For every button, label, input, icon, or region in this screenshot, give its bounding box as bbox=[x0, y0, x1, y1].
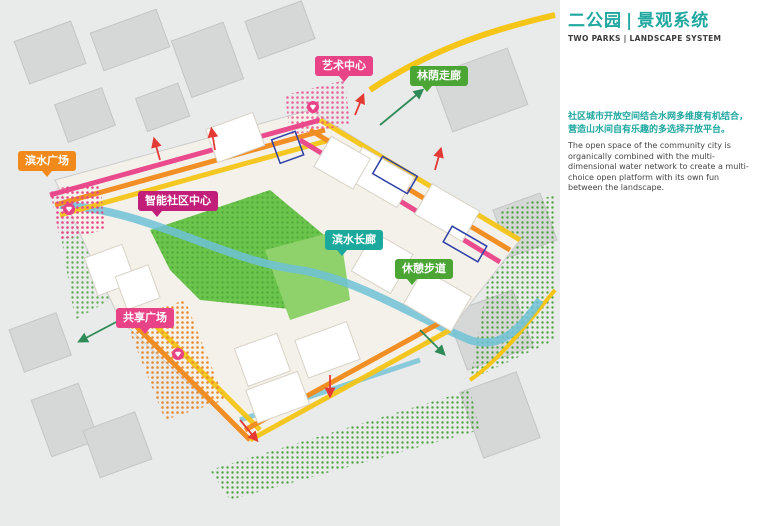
yellow-route-north bbox=[368, 12, 556, 93]
label-waterfront-plaza: 滨水广场 bbox=[18, 151, 76, 177]
heart-icon bbox=[63, 203, 75, 215]
landscape-site-map: 艺术中心 林荫走廊 滨水广场 智能社区中心 滨水长廊 休憩步道 共享广场 bbox=[0, 0, 560, 526]
shared-plaza-area bbox=[125, 300, 225, 420]
label-shaded-corridor: 林荫走廊 bbox=[410, 66, 468, 92]
heart-icon bbox=[172, 348, 184, 360]
description-chinese: 社区城市开放空间结合水网多维度有机结合，营造山水间自有乐趣的多选择开放平台。 bbox=[568, 112, 749, 135]
heart-icon bbox=[307, 101, 319, 113]
green-belt-east bbox=[470, 195, 555, 380]
label-shared-plaza: 共享广场 bbox=[116, 308, 174, 334]
label-rest-trail: 休憩步道 bbox=[395, 259, 453, 285]
label-art-center: 艺术中心 bbox=[315, 56, 373, 82]
direction-arrows bbox=[77, 88, 446, 443]
page-title: 二公园|景观系统 bbox=[568, 10, 754, 32]
waterfront-plaza-area bbox=[50, 180, 105, 240]
label-smart-community-center: 智能社区中心 bbox=[138, 191, 218, 217]
label-waterfront-promenade: 滨水长廊 bbox=[325, 230, 383, 256]
site-plan-drawing bbox=[8, 0, 558, 500]
yellow-route-east bbox=[468, 288, 557, 382]
title-separator: | bbox=[626, 11, 634, 31]
page-subtitle: TWO PARKS | LANDSCAPE SYSTEM bbox=[568, 34, 722, 43]
water-channel-main bbox=[59, 201, 544, 347]
building-outlines bbox=[270, 130, 488, 263]
info-panel: 二公园|景观系统 TWO PARKS | LANDSCAPE SYSTEM 社区… bbox=[568, 10, 754, 194]
description-english: The open space of the community city is … bbox=[568, 141, 749, 192]
title-part-one: 二公园 bbox=[568, 11, 622, 31]
title-part-two: 景观系统 bbox=[637, 11, 710, 31]
green-belt-south bbox=[210, 390, 480, 500]
